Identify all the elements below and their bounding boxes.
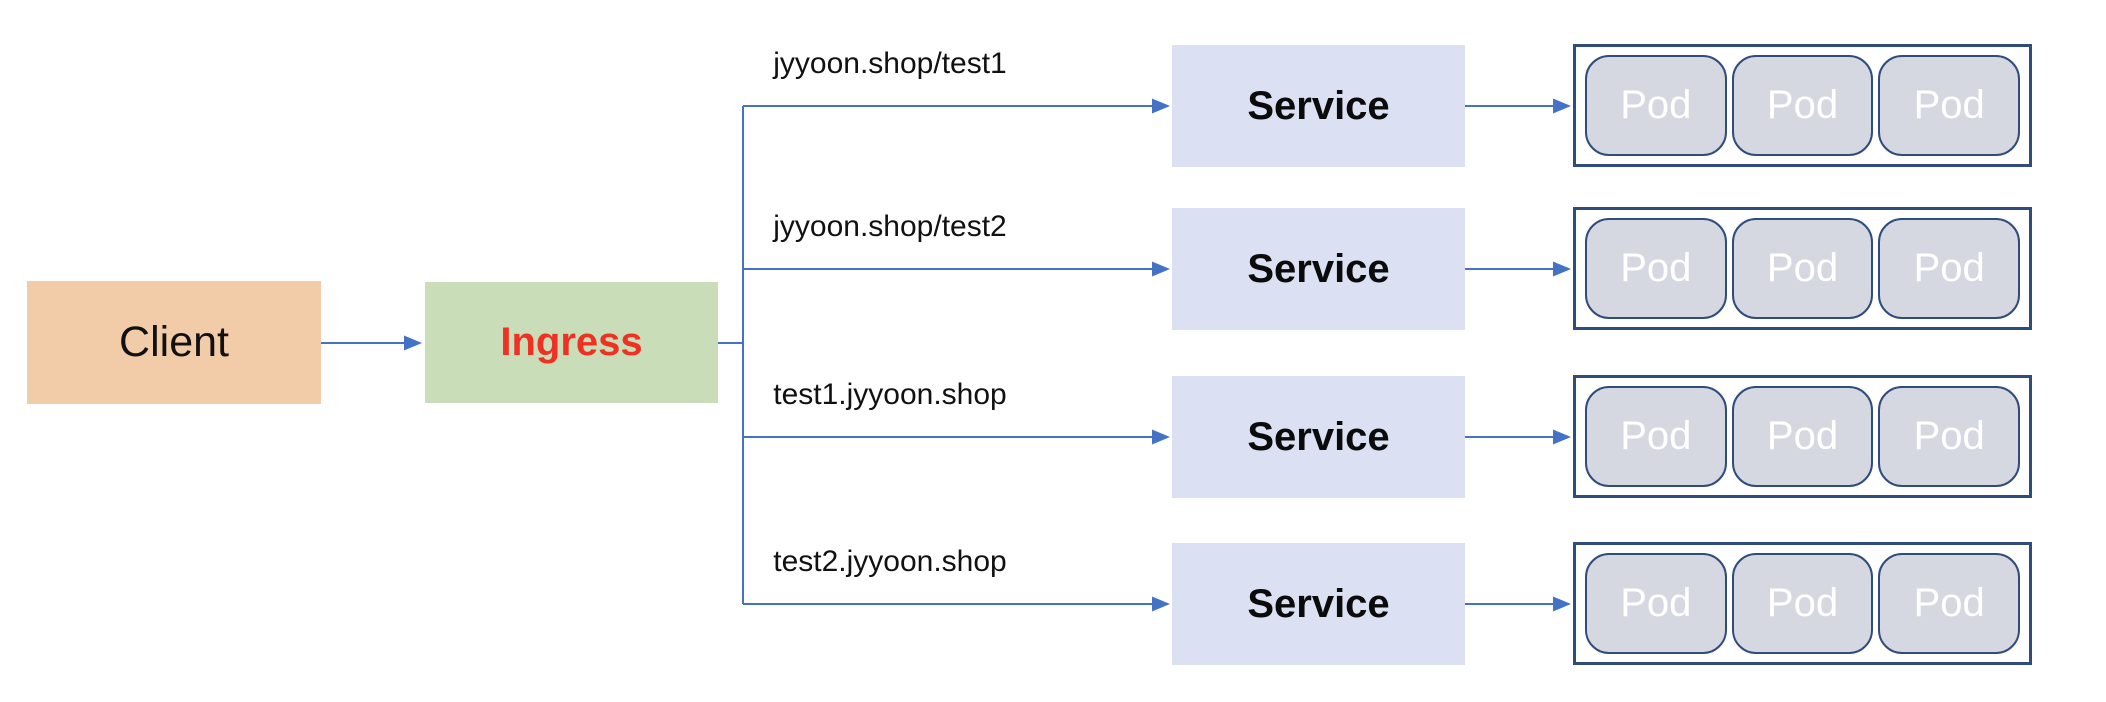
pod-label: Pod bbox=[1620, 414, 1692, 458]
ingress-node: Ingress bbox=[425, 282, 718, 403]
service-label: Service bbox=[1247, 414, 1390, 459]
pod-group-1: Pod Pod Pod bbox=[1573, 44, 2032, 167]
pod-node: Pod bbox=[1878, 218, 2021, 319]
pod-label: Pod bbox=[1766, 414, 1839, 458]
pod-node: Pod bbox=[1878, 553, 2021, 654]
pod-node: Pod bbox=[1585, 218, 1727, 319]
route-label-2: jyyoon.shop/test2 bbox=[773, 210, 1007, 243]
client-node: Client bbox=[27, 281, 321, 404]
pod-node: Pod bbox=[1878, 55, 2021, 156]
pod-group-3: Pod Pod Pod bbox=[1573, 375, 2032, 498]
service-node-1: Service bbox=[1172, 45, 1465, 167]
pod-label: Pod bbox=[1620, 83, 1692, 127]
route-label-4: test2.jyyoon.shop bbox=[773, 545, 1007, 578]
ingress-label: Ingress bbox=[500, 320, 643, 364]
pod-group-4: Pod Pod Pod bbox=[1573, 542, 2032, 665]
pod-label: Pod bbox=[1766, 581, 1839, 625]
pod-node: Pod bbox=[1585, 553, 1727, 654]
pod-node: Pod bbox=[1731, 218, 1874, 319]
pod-label: Pod bbox=[1620, 246, 1692, 290]
pod-label: Pod bbox=[1913, 581, 1985, 625]
route-label-1: jyyoon.shop/test1 bbox=[773, 47, 1007, 80]
client-label: Client bbox=[119, 318, 229, 366]
pod-label: Pod bbox=[1913, 246, 1985, 290]
pod-label: Pod bbox=[1766, 246, 1839, 290]
pod-node: Pod bbox=[1731, 386, 1874, 487]
route-label-3: test1.jyyoon.shop bbox=[773, 378, 1007, 411]
service-node-3: Service bbox=[1172, 376, 1465, 498]
pod-label: Pod bbox=[1913, 414, 1985, 458]
pod-label: Pod bbox=[1766, 83, 1839, 127]
pod-node: Pod bbox=[1585, 55, 1727, 156]
pod-label: Pod bbox=[1620, 581, 1692, 625]
service-label: Service bbox=[1247, 246, 1390, 291]
pod-node: Pod bbox=[1731, 553, 1874, 654]
pod-label: Pod bbox=[1913, 83, 1985, 127]
service-node-4: Service bbox=[1172, 543, 1465, 665]
service-node-2: Service bbox=[1172, 208, 1465, 330]
pod-node: Pod bbox=[1585, 386, 1727, 487]
pod-node: Pod bbox=[1731, 55, 1874, 156]
service-label: Service bbox=[1247, 581, 1390, 626]
pod-node: Pod bbox=[1878, 386, 2021, 487]
pod-group-2: Pod Pod Pod bbox=[1573, 207, 2032, 330]
service-label: Service bbox=[1247, 83, 1390, 128]
